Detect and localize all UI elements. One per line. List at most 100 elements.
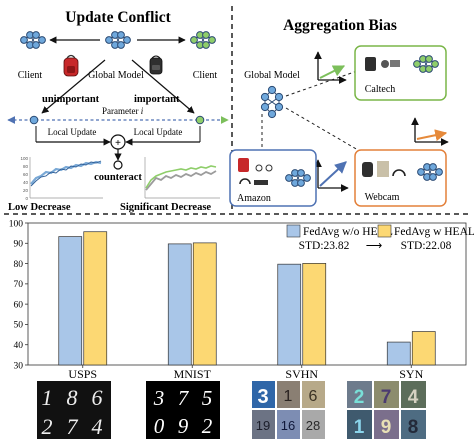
backpack-icon (362, 162, 373, 177)
parameter-label: Parameter i (102, 106, 144, 116)
digit-sample: 6 (309, 388, 318, 405)
important-arrow (131, 59, 195, 114)
digit-sample: 9 (178, 414, 189, 438)
bar-syn-with-heal (411, 331, 436, 366)
client-box-amazon: Amazon (229, 149, 317, 207)
legend-swatch-with (377, 224, 392, 238)
bar-usps-with-heal (83, 231, 108, 366)
y-tick-label: 30 (14, 361, 24, 371)
digit-sample: 4 (408, 387, 419, 408)
y-tick-label: 60 (14, 300, 24, 310)
bar-mnist-with-heal (192, 242, 217, 366)
y-tick-label: 50 (14, 321, 24, 331)
link-to-caltech (285, 69, 361, 97)
amazon-label: Amazon (237, 193, 271, 204)
green-bias-arrow (319, 65, 346, 79)
digit-sample: 8 (408, 417, 419, 438)
update-conflict-title: Update Conflict (65, 9, 171, 26)
y-tick-label: 90 (14, 240, 24, 250)
bar-mnist-without-heal (167, 243, 192, 366)
digit-sample: 3 (153, 386, 165, 410)
client-left-label: Client (18, 70, 43, 81)
mini-tick-label: 100 (20, 156, 28, 161)
headphones-icon (392, 169, 406, 177)
bias-axes (314, 51, 449, 192)
digit-strip-usps: 1 8 6 2 7 4 (37, 381, 111, 439)
blue-bias-arrow (319, 161, 347, 187)
digit-sample: 2 (202, 414, 213, 438)
aggregation-bias-title: Aggregation Bias (283, 17, 397, 34)
legend-swatch-without (286, 224, 301, 238)
bar-usps-without-heal (58, 236, 83, 366)
parameter-point-left (29, 115, 39, 125)
digit-sample: 3 (257, 386, 268, 408)
important-label: important (134, 94, 180, 105)
global-model-label: Global Model (88, 70, 144, 81)
digit-strip-mnist: 3 7 5 0 9 2 (146, 381, 220, 439)
bar-svhn-with-heal (302, 263, 327, 366)
y-tick-label: 40 (14, 341, 24, 351)
std-left-annotation: STD:23.82 (299, 240, 350, 252)
webcam-label: Webcam (365, 192, 400, 203)
std-right-annotation: STD:22.08 (401, 240, 452, 252)
y-axis: 30 40 50 60 70 80 90 100 (9, 219, 28, 371)
unimportant-label: unimportant (42, 94, 100, 105)
counteract-node (113, 160, 123, 170)
local-update-right-label: Local Update (134, 127, 183, 137)
link-to-webcam (285, 107, 359, 151)
mini-tick-label: 80 (23, 164, 29, 169)
digit-sample: 4 (92, 414, 103, 439)
headphones-icon (381, 60, 389, 68)
std-arrow: ⟶ (366, 240, 383, 252)
y-tick-label: 70 (14, 280, 24, 290)
digit-sample: 5 (202, 386, 213, 410)
bar-syn-without-heal (386, 341, 411, 366)
legend-label-with: FedAvg w HEAL (394, 226, 474, 238)
x-category-label: MNIST (174, 367, 212, 381)
digit-sample: 1 (354, 417, 365, 438)
photo-icon (377, 161, 389, 177)
mini-chart-significant (144, 157, 220, 199)
agg-global-model-icon (260, 85, 284, 119)
y-tick-label: 100 (9, 219, 24, 229)
digit-sample: 16 (281, 418, 295, 433)
global-model-network-icon (105, 31, 131, 49)
digit-sample: 19 (256, 418, 270, 433)
mini-chart-low: 100 80 60 40 20 0 (20, 156, 103, 201)
digit-sample: 6 (92, 385, 103, 410)
mini-tick-label: 20 (23, 188, 29, 193)
agg-global-model-label: Global Model (244, 70, 300, 81)
counteract-label: counteract (94, 172, 142, 183)
client-right-label: Client (193, 70, 218, 81)
digit-sample: 8 (67, 385, 78, 410)
sum-symbol: + (115, 138, 121, 149)
local-update-left-label: Local Update (48, 127, 97, 137)
client-box-webcam: Webcam (354, 149, 447, 207)
x-category-label: USPS (68, 367, 97, 381)
bars-group (58, 231, 436, 366)
digit-sample: 7 (381, 387, 392, 408)
digit-sample: 9 (381, 417, 392, 438)
backpack-icon (365, 57, 376, 71)
device-icon (254, 180, 268, 185)
digit-sample: 7 (67, 414, 79, 439)
y-tick-label: 80 (14, 260, 24, 270)
red-backpack-icon (63, 54, 79, 77)
digit-sample: 1 (284, 388, 293, 405)
caltech-label: Caltech (365, 84, 396, 95)
digit-strip-svhn: 3 1 6 19 16 28 (252, 381, 325, 439)
aggregation-bias-panel: Aggregation Bias Global Model (229, 17, 449, 207)
mini-tick-label: 0 (25, 196, 28, 201)
digit-strip-syn: 2 7 4 1 9 8 (347, 381, 426, 439)
bike-icon (255, 164, 263, 172)
x-category-label: SVHN (285, 367, 318, 381)
digit-sample: 2 (42, 414, 53, 439)
client-right-network-icon (190, 31, 216, 49)
digit-sample: 1 (42, 385, 53, 410)
client-box-caltech: Caltech (354, 45, 447, 101)
legend: FedAvg w/o HEAL FedAvg w HEAL (286, 224, 474, 238)
